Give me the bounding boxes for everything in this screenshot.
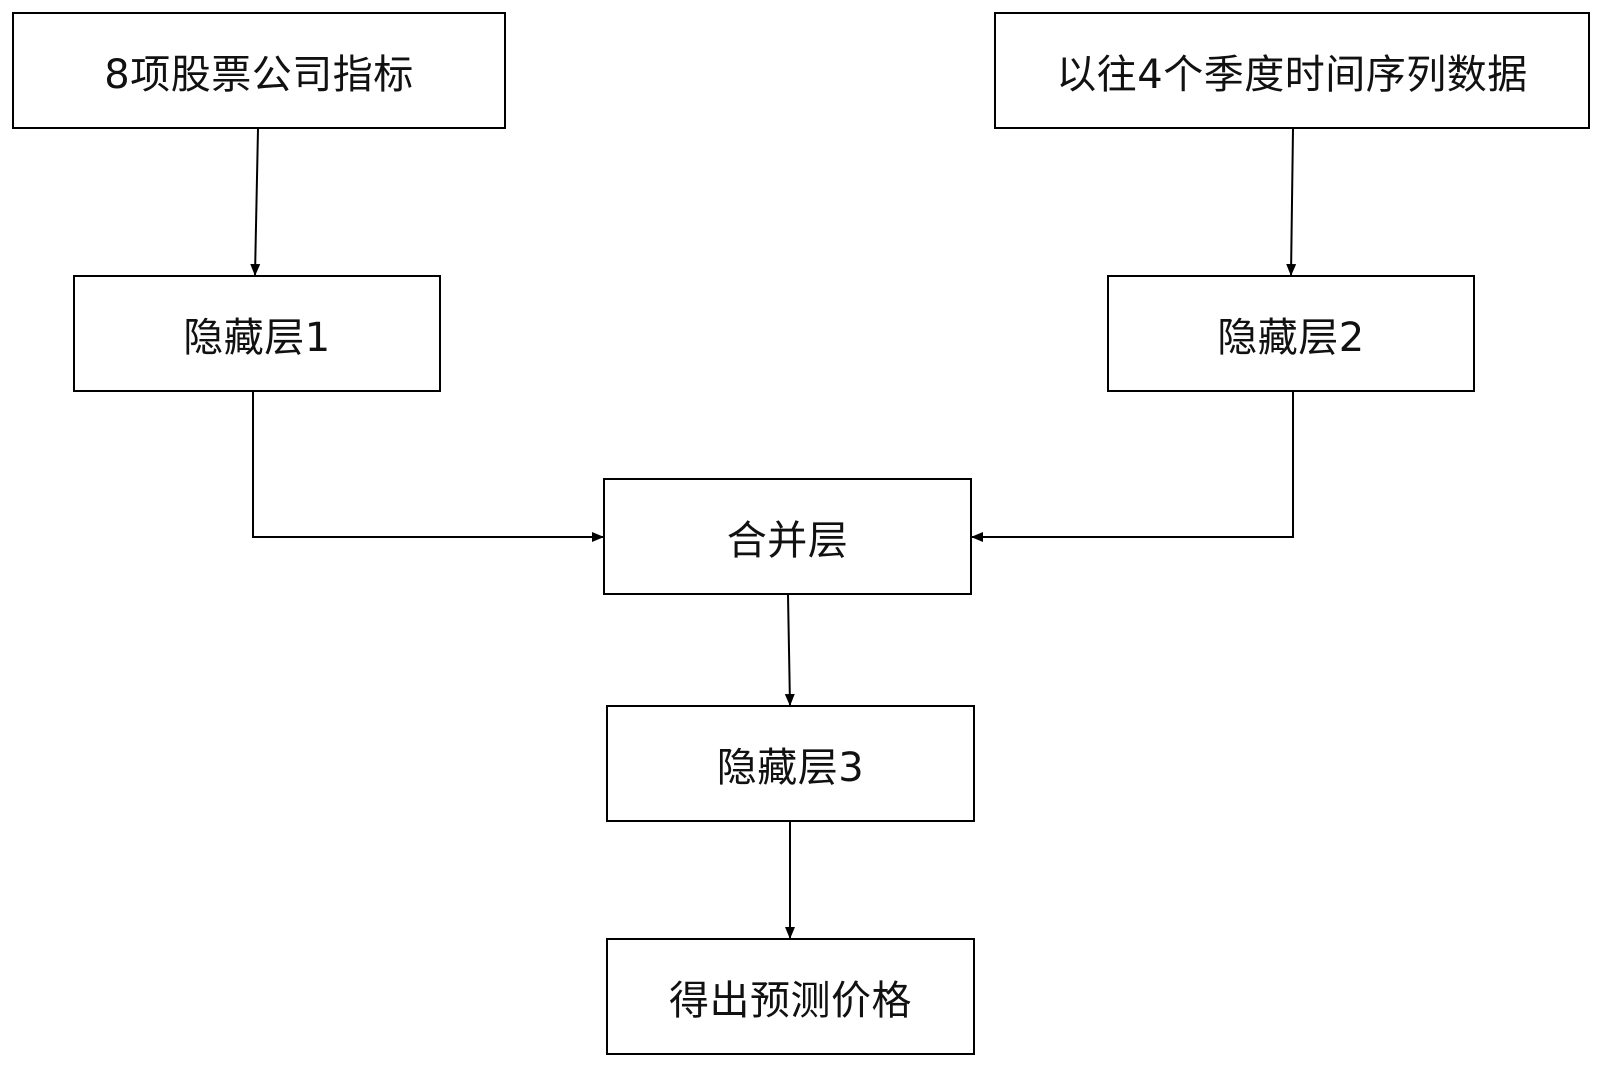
node-quarterly-time-series: 以往4个季度时间序列数据	[994, 12, 1590, 129]
node-label: 隐藏层3	[716, 744, 865, 791]
edge-indicators-to-hidden1	[250, 128, 261, 276]
node-label: 隐藏层2	[1217, 314, 1365, 361]
edge-merge-to-hidden3	[784, 594, 795, 706]
node-label: 隐藏层1	[183, 314, 331, 361]
node-hidden-layer-2: 隐藏层2	[1107, 275, 1475, 392]
node-predicted-price: 得出预测价格	[606, 938, 975, 1055]
node-merge-layer: 合并层	[603, 478, 972, 595]
node-label: 得出预测价格	[669, 977, 912, 1024]
node-hidden-layer-3: 隐藏层3	[606, 705, 975, 822]
node-label: 以往4个季度时间序列数据	[1056, 51, 1528, 98]
edge-hidden1-to-merge	[252, 392, 604, 542]
edge-timeseries-to-hidden2	[1286, 128, 1297, 276]
node-label: 8项股票公司指标	[104, 51, 414, 98]
node-stock-company-indicators: 8项股票公司指标	[12, 12, 506, 129]
edge-hidden2-to-merge	[971, 392, 1294, 542]
node-hidden-layer-1: 隐藏层1	[73, 275, 441, 392]
node-label: 合并层	[726, 517, 849, 564]
